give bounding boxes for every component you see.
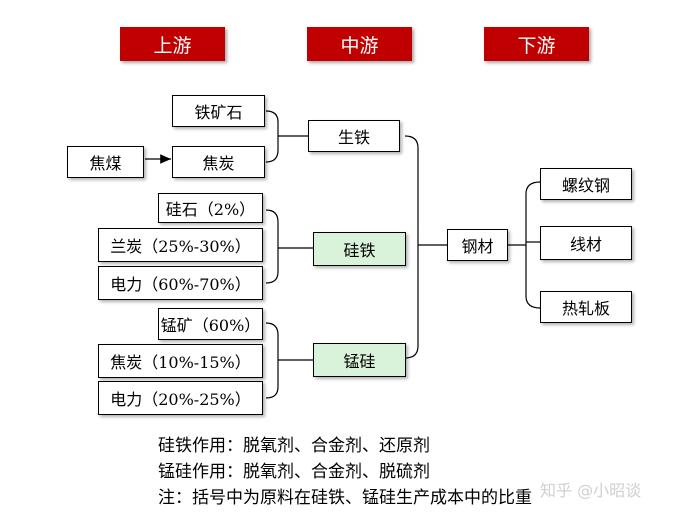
wire-rod-box: 线材 bbox=[540, 226, 632, 260]
bracket-downstream bbox=[525, 181, 541, 309]
steel-box: 钢材 bbox=[447, 229, 508, 261]
upstream-header: 上游 bbox=[120, 27, 225, 61]
silicomanganese-box: 锰硅 bbox=[313, 343, 406, 377]
ferrosilicon-box: 硅铁 bbox=[313, 232, 406, 266]
coke-box-2: 焦炭（10%-15%） bbox=[98, 344, 263, 378]
note-silicomanganese: 锰硅作用：脱氧剂、合金剂、脱硫剂 bbox=[158, 462, 430, 482]
note-ferrosilicon: 硅铁作用：脱氧剂、合金剂、还原剂 bbox=[158, 436, 430, 456]
manganese-ore-box: 锰矿（60%） bbox=[158, 308, 263, 340]
power-box-1: 电力（60%-70%） bbox=[98, 266, 263, 300]
bracket-pig-iron bbox=[265, 110, 279, 163]
coking-coal-box: 焦煤 bbox=[67, 146, 144, 178]
bracket-silicomanganese bbox=[265, 322, 279, 399]
bracket-steel bbox=[404, 135, 419, 359]
bracket-ferrosilicon bbox=[265, 209, 279, 284]
hot-rolled-box: 热轧板 bbox=[540, 291, 632, 323]
coke-box: 焦炭 bbox=[172, 146, 265, 178]
semi-coke-box: 兰炭（25%-30%） bbox=[98, 228, 263, 262]
power-box-2: 电力（20%-25%） bbox=[98, 381, 263, 415]
downstream-header: 下游 bbox=[484, 27, 589, 61]
watermark: 知乎 @小昭谈 bbox=[540, 481, 642, 500]
silica-box: 硅石（2%） bbox=[158, 193, 263, 223]
midstream-header: 中游 bbox=[307, 27, 412, 61]
iron-ore-box: 铁矿石 bbox=[172, 95, 265, 127]
rebar-box: 螺纹钢 bbox=[540, 168, 632, 200]
note-footnote: 注：括号中为原料在硅铁、锰硅生产成本中的比重 bbox=[158, 488, 532, 508]
pig-iron-box: 生铁 bbox=[308, 120, 400, 152]
